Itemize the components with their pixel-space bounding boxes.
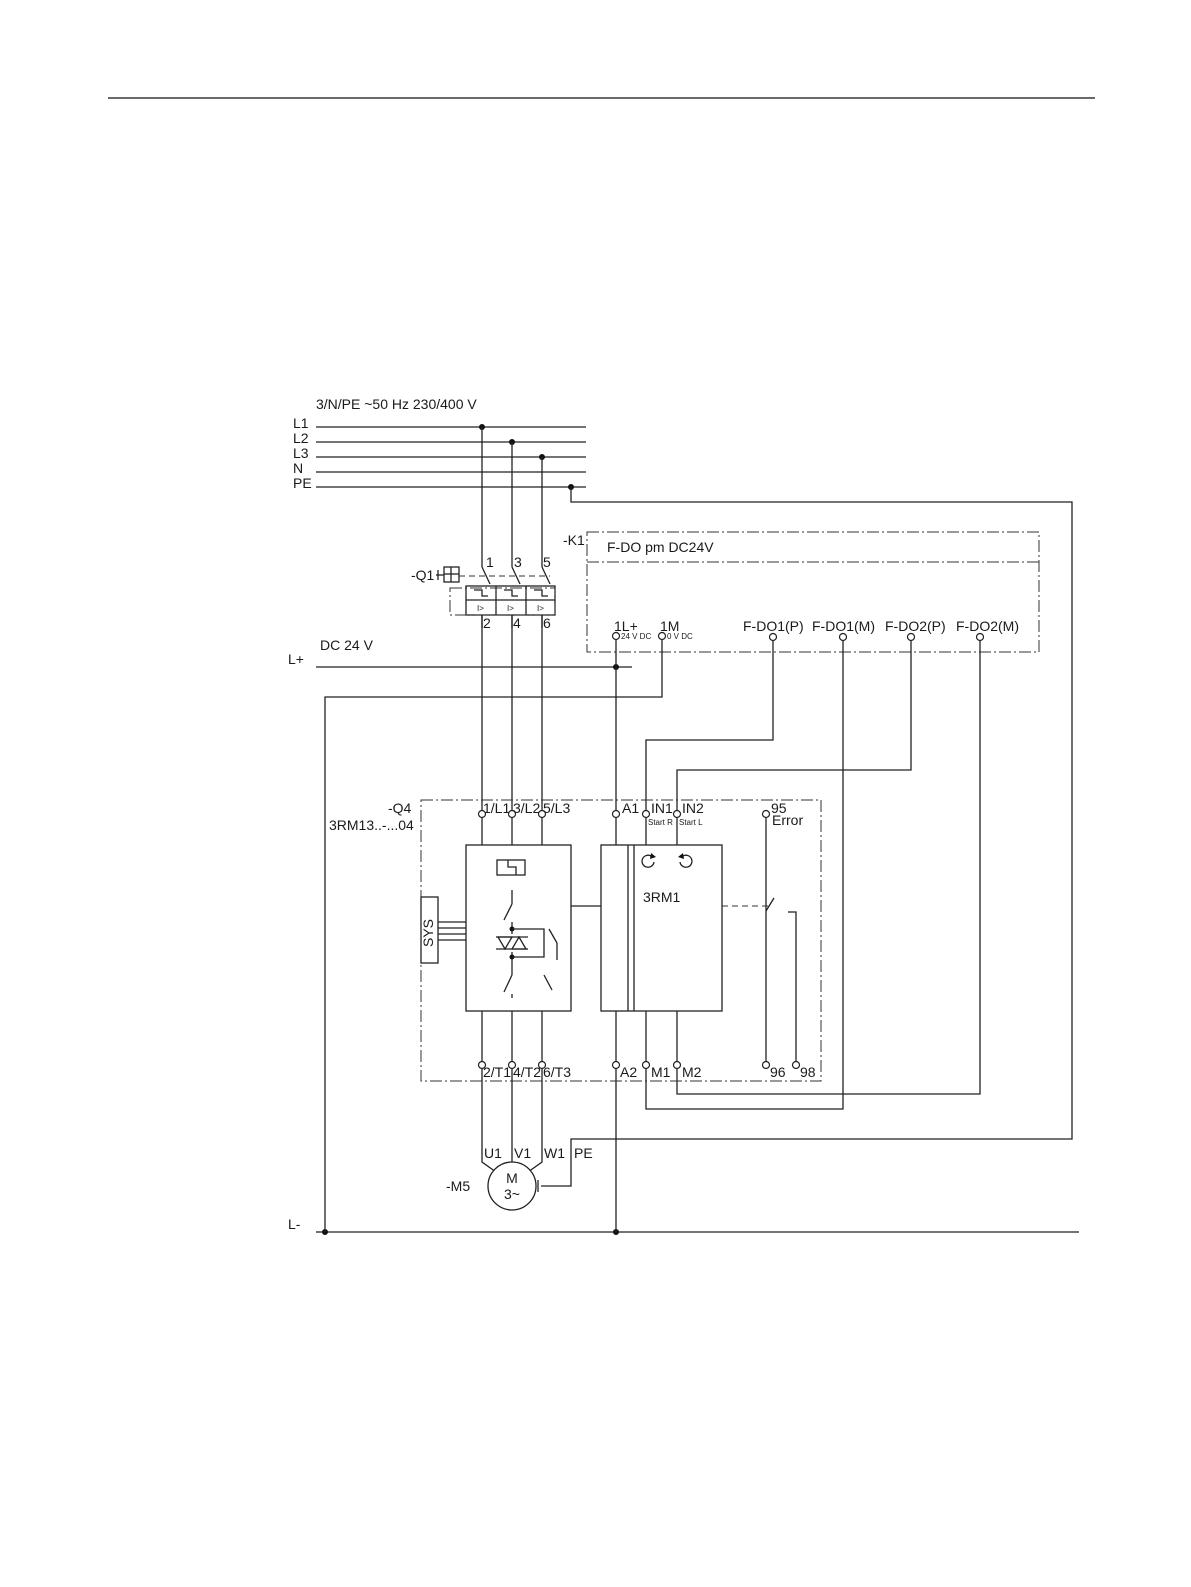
main-conductors: [482, 615, 542, 811]
q1-trip-label-1: I>: [477, 604, 484, 613]
line-label-l2: L2: [293, 430, 309, 446]
q4-terminal-96: 96: [770, 1064, 786, 1080]
q4-tag: -Q4: [388, 800, 412, 816]
q1-terminal-3: 3: [514, 554, 522, 570]
motor-symbol-label: M: [506, 1170, 518, 1186]
q4-terminal-5l3: 5/L3: [543, 800, 570, 816]
q4-terminal-in2: IN2: [682, 800, 704, 816]
q4-terminal-in1: IN1: [651, 800, 673, 816]
k1-sublabel-0vdc: 0 V DC: [667, 632, 693, 641]
motor-terminal-pe: PE: [574, 1145, 593, 1161]
q4-error-label: Error: [772, 812, 803, 828]
q1-terminal-6: 6: [543, 615, 551, 631]
supply-busbars: [316, 427, 586, 487]
q4-terminal-m2: M2: [682, 1064, 702, 1080]
q4-terminal-a1: A1: [622, 800, 639, 816]
k1-title: F-DO pm DC24V: [607, 539, 714, 555]
l-minus-label: L-: [288, 1216, 301, 1232]
q4-control-block: [601, 845, 722, 1011]
motor-phase-label: 3~: [504, 1186, 520, 1202]
motor-terminal-w1: W1: [544, 1145, 565, 1161]
q4-sys-label: SYS: [420, 919, 436, 947]
supply-label: 3/N/PE ~50 Hz 230/400 V: [316, 396, 477, 412]
q1-terminal-2: 2: [483, 615, 491, 631]
line-label-pe: PE: [293, 475, 312, 491]
motor-terminal-v1: V1: [514, 1145, 531, 1161]
q1-operator-icon: [436, 567, 459, 582]
q4-device-label: 3RM1: [643, 889, 681, 905]
q4-start-l-label: Start L: [679, 818, 703, 827]
l-plus-label: L+: [288, 651, 304, 667]
k1-tag: -K1: [563, 532, 585, 548]
q4-start-r-label: Start R: [648, 818, 673, 827]
q4-sys-bus: [438, 922, 466, 940]
k1-sublabel-24vdc: 24 V DC: [621, 632, 651, 641]
q4-terminal-4t2: 4/T2: [513, 1064, 541, 1080]
dc-label: DC 24 V: [320, 637, 374, 653]
q4-terminal-6t3: 6/T3: [543, 1064, 571, 1080]
motor-terminal-u1: U1: [484, 1145, 502, 1161]
q4-power-block: [466, 845, 571, 1011]
q4-terminal-3l2: 3/L2: [513, 800, 540, 816]
k1-terminal-fdo2p: F-DO2(P): [885, 618, 946, 634]
motor-tag: -M5: [446, 1178, 470, 1194]
q1-terminal-5: 5: [543, 554, 551, 570]
q4-terminal-1l1: 1/L1: [483, 800, 510, 816]
q1-trip-label-2: I>: [507, 604, 514, 613]
q4-terminal-98: 98: [800, 1064, 816, 1080]
k1-terminal-fdo2m: F-DO2(M): [956, 618, 1019, 634]
q4-terminal-a2: A2: [620, 1064, 637, 1080]
q4-terminal-2t1: 2/T1: [483, 1064, 511, 1080]
q1-tag: -Q1: [411, 567, 435, 583]
q4-terminal-m1: M1: [651, 1064, 671, 1080]
q4-type: 3RM13..-...04: [329, 817, 414, 833]
line-label-l3: L3: [293, 445, 309, 461]
q1-terminal-1: 1: [486, 554, 494, 570]
k1-terminal-fdo1p: F-DO1(P): [743, 618, 804, 634]
q1-terminal-4: 4: [513, 615, 521, 631]
k1-terminal-fdo1m: F-DO1(M): [812, 618, 875, 634]
line-label-l1: L1: [293, 415, 309, 431]
line-label-n: N: [293, 460, 303, 476]
q1-trip-label-3: I>: [537, 604, 544, 613]
